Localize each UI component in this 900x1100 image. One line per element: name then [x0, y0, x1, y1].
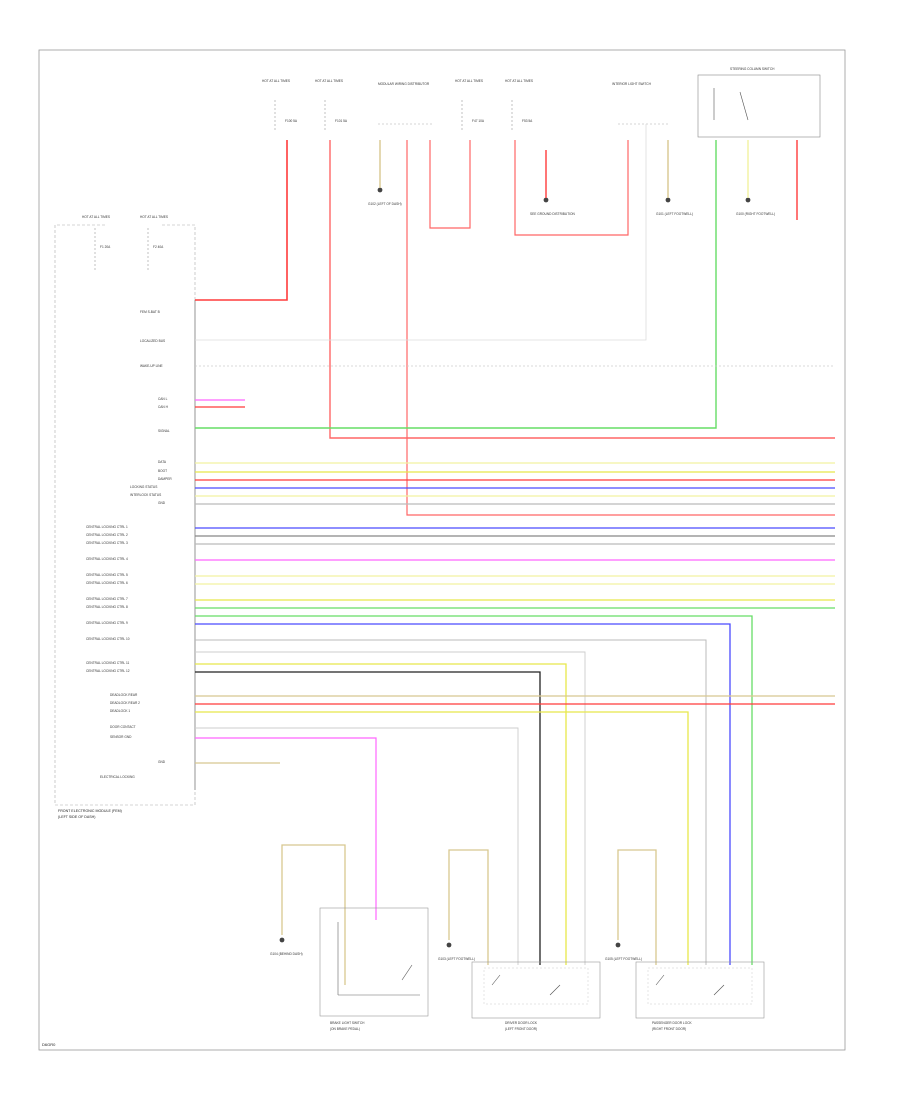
pin-label: CENTRAL LOCKING CTRL 10	[86, 637, 130, 641]
svg-text:STEERING COLUMN SWITCH: STEERING COLUMN SWITCH	[730, 67, 775, 71]
svg-text:F53 5A: F53 5A	[522, 119, 533, 123]
wire-grey-contact	[195, 727, 519, 965]
svg-text:SEE GROUND DISTRIBUTION: SEE GROUND DISTRIBUTION	[530, 212, 576, 216]
wire-beige-brake	[281, 844, 346, 985]
svg-text:HOT AT ALL TIMES: HOT AT ALL TIMES	[505, 79, 533, 83]
pin-label: CENTRAL LOCKING CTRL 11	[86, 661, 130, 665]
svg-text:F101 5A: F101 5A	[335, 119, 348, 123]
module-location: (LEFT SIDE OF DASH)	[58, 815, 95, 819]
pin-label: CENTRAL LOCKING CTRL 4	[86, 557, 128, 561]
pin-label: DEADLOCK REAR	[110, 693, 138, 697]
pin-label: SENSOR GND	[110, 735, 132, 739]
svg-text:G102 (LEFT OF DASH): G102 (LEFT OF DASH)	[368, 202, 402, 206]
pin-label: CENTRAL LOCKING CTRL 3	[86, 541, 128, 545]
pin-label: GND	[158, 501, 166, 505]
wire-violet-sensor	[195, 737, 377, 920]
svg-text:HOT AT ALL TIMES: HOT AT ALL TIMES	[262, 79, 290, 83]
wire-yellow-driver	[195, 663, 567, 965]
pin-label: LOCALIZED BUS	[140, 339, 165, 343]
pin-label: CENTRAL LOCKING CTRL 9	[86, 621, 128, 625]
wires	[195, 124, 835, 985]
pin-label: BOOT	[158, 469, 167, 473]
svg-text:(LEFT FRONT DOOR): (LEFT FRONT DOOR)	[505, 1027, 537, 1031]
svg-text:HOT AT ALL TIMES: HOT AT ALL TIMES	[455, 79, 483, 83]
wire-blue-passenger	[195, 623, 731, 965]
wire-grey-driver	[195, 651, 586, 965]
pin-label: CAN H	[158, 405, 169, 409]
svg-text:BRAKE LIGHT SWITCH: BRAKE LIGHT SWITCH	[330, 1021, 365, 1025]
pin-label: CENTRAL LOCKING CTRL 12	[86, 669, 130, 673]
svg-text:G104 (BEHIND DASH): G104 (BEHIND DASH)	[270, 952, 303, 956]
wire-red-loop	[429, 140, 471, 229]
pin-label: LOCKING STATUS	[130, 485, 157, 489]
pin-label: WAKE-UP LINE	[140, 364, 163, 368]
pin-label: INTERLOCK STATUS	[130, 493, 161, 497]
module-name: FRONT ELECTRONIC MODULE (FEM)	[58, 809, 122, 813]
svg-text:G105 (LEFT FOOTWELL): G105 (LEFT FOOTWELL)	[605, 957, 642, 961]
wire-yellow-passenger	[195, 711, 689, 965]
wire-red-feed	[195, 140, 288, 301]
wire-red-loop-2	[514, 140, 629, 236]
pin-label: GND	[158, 760, 166, 764]
pin-label: CENTRAL LOCKING CTRL 6	[86, 581, 128, 585]
wire-grey-passenger	[195, 639, 707, 965]
module-pin-labels: FEM S-BAT B LOCALIZED BUS WAKE-UP LINE C…	[86, 310, 172, 779]
wire-beige-driver-gnd	[448, 849, 489, 965]
pin-label: CENTRAL LOCKING CTRL 5	[86, 573, 128, 577]
pin-label: DOOR CONTACT	[110, 725, 136, 729]
footer-code: D6GR0	[42, 1042, 56, 1047]
passenger-door-lock-box	[635, 961, 765, 1019]
wire-green-long	[195, 140, 717, 429]
svg-text:F100 5A: F100 5A	[285, 119, 298, 123]
pin-label: SIGNAL	[158, 429, 170, 433]
wire-green-passenger	[195, 615, 753, 965]
pin-label: CENTRAL LOCKING CTRL 7	[86, 597, 128, 601]
top-components: HOT AT ALL TIMES F100 5A HOT AT ALL TIME…	[262, 67, 821, 138]
wire-beige-passenger-gnd	[617, 849, 657, 965]
svg-text:F2 40A: F2 40A	[153, 245, 164, 249]
svg-text:HOT AT ALL TIMES: HOT AT ALL TIMES	[140, 215, 168, 219]
bottom-components: BRAKE LIGHT SWITCH (ON BRAKE PEDAL) DRIV…	[319, 907, 765, 1031]
svg-text:HOT AT ALL TIMES: HOT AT ALL TIMES	[315, 79, 343, 83]
svg-text:G103 (LEFT FOOTWELL): G103 (LEFT FOOTWELL)	[438, 957, 475, 961]
wire-red-module	[406, 140, 835, 516]
wire-red-horizontal	[329, 140, 835, 439]
pin-label: DATA	[158, 460, 167, 464]
pin-label: CENTRAL LOCKING CTRL 8	[86, 605, 128, 609]
svg-text:MODULAR WIRING DISTRIBUTOR: MODULAR WIRING DISTRIBUTOR	[378, 82, 430, 86]
svg-text:PASSENGER DOOR LOCK: PASSENGER DOOR LOCK	[652, 1021, 692, 1025]
pin-label: ELECTRICAL LOCKING	[100, 775, 135, 779]
svg-text:INTERIOR LIGHT SWITCH: INTERIOR LIGHT SWITCH	[612, 82, 652, 86]
svg-text:DRIVER DOOR LOCK: DRIVER DOOR LOCK	[505, 1021, 538, 1025]
front-electronic-module: FRONT ELECTRONIC MODULE (FEM) (LEFT SIDE…	[54, 224, 196, 819]
ground-symbols: G102 (LEFT OF DASH) SEE GROUND DISTRIBUT…	[270, 187, 775, 961]
pin-label: DEADLOCK REAR 2	[110, 701, 140, 705]
brake-light-switch-box	[319, 907, 429, 1017]
driver-door-lock-box	[471, 961, 601, 1019]
svg-text:F1 20A: F1 20A	[100, 245, 111, 249]
pin-label: FEM S-BAT B	[140, 310, 160, 314]
pin-label: DAMPER	[158, 477, 172, 481]
diagram-frame	[38, 49, 846, 1051]
svg-text:F47 10A: F47 10A	[472, 119, 485, 123]
pin-label: CAN L	[158, 397, 168, 401]
wire-black-driver	[195, 671, 541, 965]
svg-text:(ON BRAKE PEDAL): (ON BRAKE PEDAL)	[330, 1027, 360, 1031]
svg-text:(RIGHT FRONT DOOR): (RIGHT FRONT DOOR)	[652, 1027, 686, 1031]
svg-text:G100 (RIGHT FOOTWELL): G100 (RIGHT FOOTWELL)	[736, 212, 775, 216]
left-fuse-box: HOT AT ALL TIMES HOT AT ALL TIMES F1 20A…	[82, 215, 168, 272]
pin-label: CENTRAL LOCKING CTRL 2	[86, 533, 128, 537]
pin-label: CENTRAL LOCKING CTRL 1	[86, 525, 128, 529]
steering-column-switch-box	[697, 74, 821, 138]
wire-grey-bus	[195, 124, 647, 341]
pin-label: DEADLOCK 1	[110, 709, 130, 713]
svg-text:G101 (LEFT FOOTWELL): G101 (LEFT FOOTWELL)	[656, 212, 693, 216]
svg-text:HOT AT ALL TIMES: HOT AT ALL TIMES	[82, 215, 110, 219]
